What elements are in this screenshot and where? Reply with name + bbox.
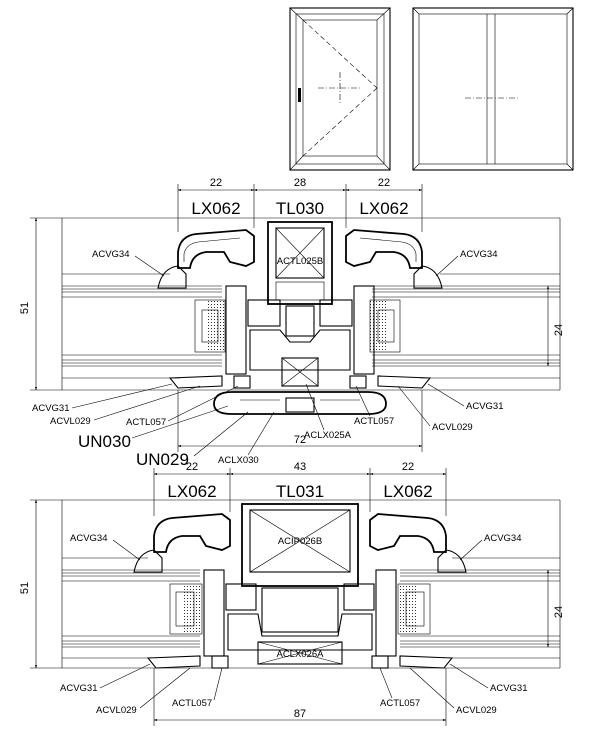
label-b-acvl029-left: ACVL029 — [96, 705, 137, 716]
window-elevation-left — [289, 7, 391, 171]
glass-left-a — [62, 273, 226, 379]
label-a-acvg34-left: ACVG34 — [92, 249, 130, 260]
label-b-acvg34-right: ACVG34 — [484, 533, 522, 544]
internal-chambers-a — [247, 299, 353, 387]
sash-profile-left — [177, 229, 255, 269]
dim-b-bottom: 87 — [294, 708, 306, 720]
dim-b-center: 43 — [294, 461, 306, 473]
label-a-un029: UN029 — [136, 450, 189, 469]
profile-b-right: LX062 — [383, 482, 432, 501]
label-a-aclx030: ACLX030 — [218, 455, 259, 466]
label-a-actl057-right: ACTL057 — [354, 416, 394, 427]
label-a-acvg34-right: ACVG34 — [460, 249, 498, 260]
label-a-acvl029-left: ACVL029 — [50, 416, 91, 427]
label-b-acip026b: ACIP026B — [278, 536, 322, 547]
dim-a-bottom: 72 — [294, 434, 306, 446]
dim-b-left: 22 — [186, 461, 198, 473]
dim-a-right: 22 — [378, 177, 390, 189]
gasket-acvg34-right — [413, 265, 443, 289]
dim-b-height: 51 — [19, 582, 31, 594]
profile-b-left: LX062 — [167, 482, 216, 501]
sash-profile-right — [345, 229, 423, 269]
window-elevation-right — [412, 7, 574, 171]
label-b-actl057-left: ACTL057 — [172, 698, 212, 709]
label-b-acvg34-left: ACVG34 — [70, 533, 108, 544]
label-a-aclx025a: ACLX025A — [304, 430, 352, 441]
dim-a-center: 28 — [294, 177, 306, 189]
section-b: 22 43 22 51 24 87 LX062 TL031 LX062 ACVG… — [19, 461, 565, 726]
section-a: 22 28 22 51 24 72 LX062 TL030 LX062 ACVG… — [19, 177, 565, 469]
label-a-actl057-left: ACTL057 — [126, 417, 166, 428]
glass-right-a — [369, 273, 560, 379]
handle-icon — [298, 88, 301, 102]
un030-profile — [213, 391, 387, 415]
sash-b-right — [369, 513, 447, 553]
dim-b-glass: 24 — [553, 606, 565, 618]
sash-b-left — [153, 513, 231, 553]
internal-chambers-b — [225, 583, 375, 665]
glass-right-b — [397, 557, 560, 659]
profile-a-left: LX062 — [191, 199, 240, 218]
profile-a-center: TL030 — [276, 199, 324, 218]
label-b-actl057-right: ACTL057 — [380, 698, 420, 709]
mullion-tl030 — [267, 221, 333, 305]
label-a-un030: UN030 — [78, 432, 131, 451]
label-a-acvg31-right: ACVG31 — [466, 401, 504, 412]
label-b-aclx026a: ACLX026A — [276, 649, 324, 660]
dimensions-a: 22 28 22 51 24 72 — [19, 177, 565, 452]
dim-a-glass: 24 — [553, 324, 565, 336]
label-a-actl025b: ACTL025B — [277, 256, 323, 267]
label-b-acvl029-right: ACVL029 — [456, 705, 497, 716]
label-b-acvg31-right: ACVG31 — [490, 683, 528, 694]
gasket-b-acvg34-right — [437, 549, 467, 573]
dim-a-left: 22 — [210, 177, 222, 189]
gasket-b-acvg34-left — [133, 549, 163, 573]
label-b-acvg31-left: ACVG31 — [60, 683, 98, 694]
mullion-tl031 — [241, 503, 359, 587]
label-a-acvg31-left: ACVG31 — [32, 403, 70, 414]
profile-a-right: LX062 — [359, 199, 408, 218]
dim-b-right: 22 — [402, 461, 414, 473]
profile-b-center: TL031 — [276, 482, 324, 501]
glass-left-b — [62, 557, 203, 659]
label-a-acvl029-right: ACVL029 — [432, 422, 473, 433]
gasket-acvg34-left — [157, 265, 187, 289]
dim-a-height: 51 — [19, 302, 31, 314]
dimensions-b: 22 43 22 51 24 87 — [19, 461, 565, 726]
